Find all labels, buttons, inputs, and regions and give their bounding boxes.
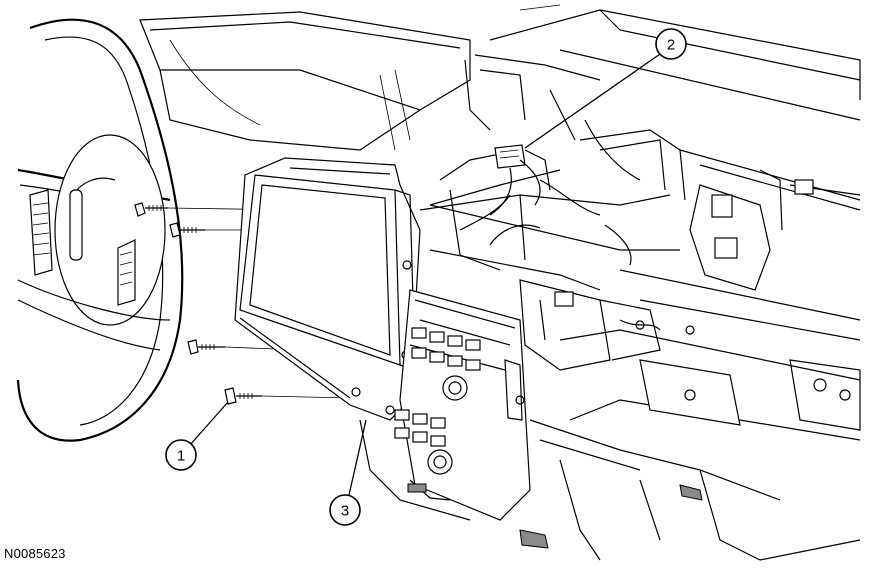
figure-id: N0085623 — [4, 546, 66, 561]
callout-3: 3 — [329, 419, 367, 526]
screw-upper-1 — [134, 202, 168, 217]
electrical-connector — [489, 144, 541, 216]
callout-2-label: 2 — [667, 37, 675, 54]
screw-lower-1 — [187, 339, 225, 355]
instrument-panel-upper — [139, 4, 861, 151]
screw-lower-2 — [224, 387, 262, 405]
steering-wheel — [16, 18, 184, 442]
callout-1: 1 — [165, 401, 229, 471]
radio-faceplate — [394, 289, 531, 521]
center-stack-structure — [419, 59, 686, 371]
temperature-knob-icon — [427, 449, 453, 475]
callout-2: 2 — [524, 28, 687, 149]
callout-1-label: 1 — [177, 448, 185, 465]
lower-console — [359, 419, 861, 561]
horn-logo-icon — [69, 189, 83, 261]
right-dash-structure — [559, 149, 861, 441]
screw-upper-2 — [169, 222, 205, 238]
volume-knob-icon — [442, 375, 468, 401]
callout-3-label: 3 — [341, 503, 349, 520]
